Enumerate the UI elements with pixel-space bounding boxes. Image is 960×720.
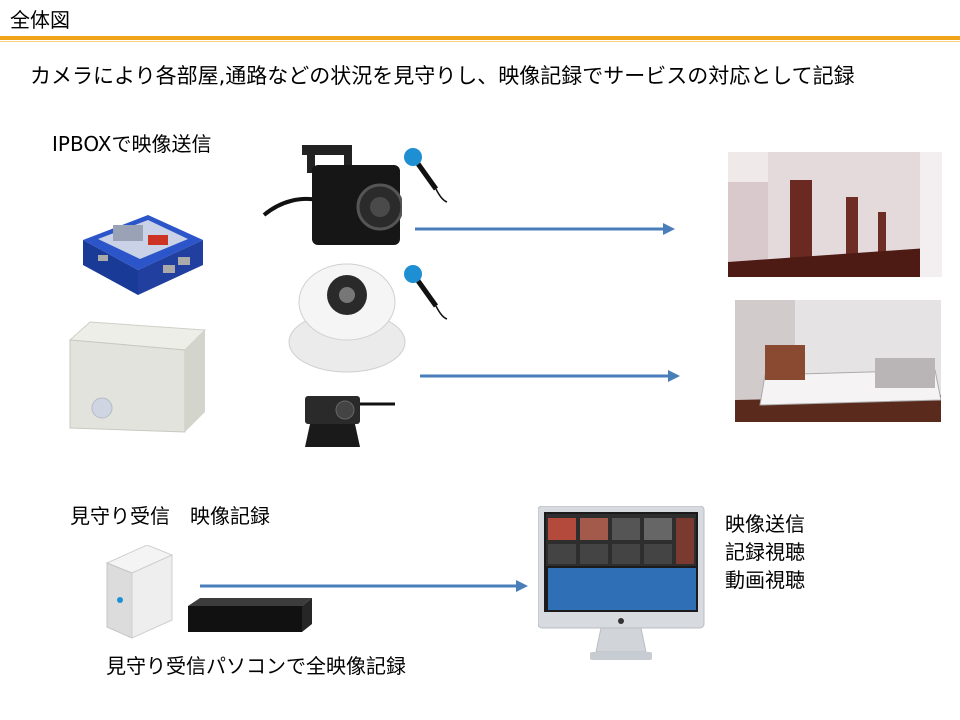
recorder-box-icon [188,598,312,632]
monitor-feature: 動画視聴 [725,568,805,592]
pc-record-label: 見守り受信パソコンで全映像記録 [106,654,406,678]
microphone-icon [404,265,448,320]
bedroom-camera-image [735,300,941,422]
title-divider [0,36,960,40]
microphone-icon [404,148,448,203]
server-tower-icon [105,545,174,639]
monitor-feature: 映像送信 [725,512,805,536]
web-camera-icon [305,396,395,447]
dome-camera-icon [288,263,406,373]
slide-title: 全体図 [10,8,70,32]
arrow-camera2-to-photo2 [420,370,680,382]
monitor-feature: 記録視聴 [725,540,805,564]
raspberry-pi-case-icon [83,215,203,295]
sensor-box-icon [68,321,207,433]
title-divider-thin [0,41,960,42]
monitor-feature-list: 映像送信 記録視聴 動画視聴 [725,510,805,594]
arrow-camera1-to-photo1 [415,223,675,235]
receiver-label: 見守り受信 映像記録 [70,504,270,528]
ipbox-label: IPBOXで映像送信 [52,132,212,156]
monitor-icon [538,506,705,660]
lead-text: カメラにより各部屋,通路などの状況を見守りし、映像記録でサービスの対応として記録 [30,64,855,88]
mini-camera-icon [262,145,402,245]
hallway-camera-image [728,152,942,277]
arrow-receiver-to-monitor [200,580,528,592]
